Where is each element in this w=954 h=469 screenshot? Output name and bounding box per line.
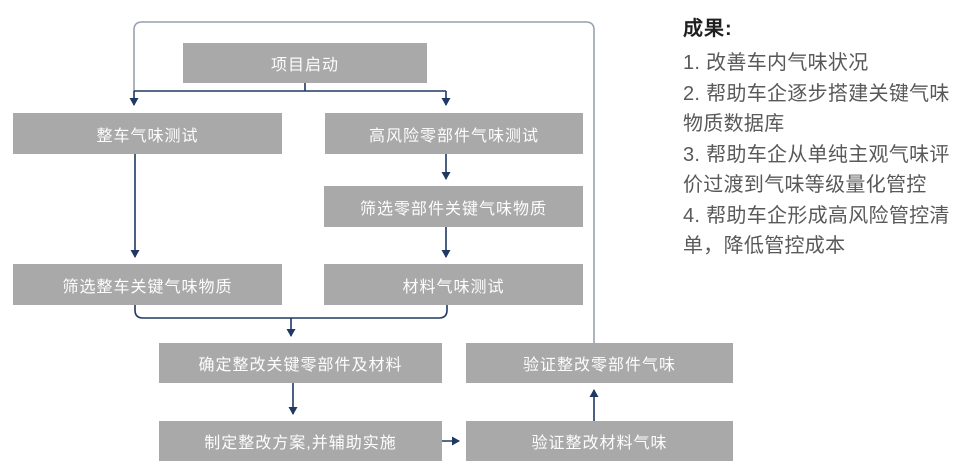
node-screen-vehicle-substances: 筛选整车关键气味物质 <box>13 264 282 305</box>
node-material-odor-test: 材料气味测试 <box>324 264 583 305</box>
node-verify-material-odor: 验证整改材料气味 <box>466 421 733 461</box>
results-panel: 成果: 1. 改善车内气味状况 2. 帮助车企逐步搭建关键气味 物质数据库 3.… <box>683 12 953 262</box>
node-verify-parts-odor: 验证整改零部件气味 <box>466 343 733 383</box>
merge-bracket <box>134 305 448 319</box>
node-high-risk-parts-test: 高风险零部件气味测试 <box>325 113 583 154</box>
result-item-3: 3. 帮助车企从单纯主观气味评 价过渡到气味等级量化管控 <box>683 143 950 197</box>
node-project-start: 项目启动 <box>183 43 427 83</box>
node-formulate-plan: 制定整改方案,并辅助实施 <box>159 421 442 461</box>
node-vehicle-odor-test: 整车气味测试 <box>13 113 282 154</box>
result-item-1: 1. 改善车内气味状况 <box>683 52 869 74</box>
result-item-4: 4. 帮助车企形成高风险管控清 单，降低管控成本 <box>683 204 950 258</box>
node-screen-parts-substances: 筛选零部件关键气味物质 <box>324 186 583 227</box>
feedback-loop-line <box>133 21 595 343</box>
node-determine-parts-materials: 确定整改关键零部件及材料 <box>159 343 442 383</box>
result-item-2: 2. 帮助车企逐步搭建关键气味 物质数据库 <box>683 82 950 136</box>
results-heading: 成果: <box>683 18 733 40</box>
